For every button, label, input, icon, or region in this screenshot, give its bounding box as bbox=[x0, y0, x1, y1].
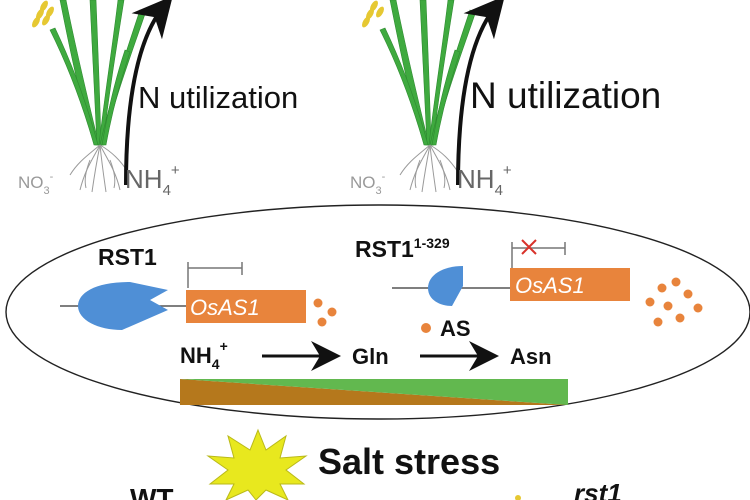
as-legend-label: AS bbox=[440, 316, 471, 341]
right-grain-panicle bbox=[362, 0, 384, 28]
wt-label: WT bbox=[130, 483, 174, 500]
pathway: NH4+ Gln Asn bbox=[180, 338, 552, 372]
gradient-light-wedge bbox=[180, 379, 568, 405]
left-mechanism: RST1 OsAS1 bbox=[60, 244, 337, 330]
as-legend-dot bbox=[421, 323, 431, 333]
left-gene-label: OsAS1 bbox=[190, 295, 260, 320]
right-mechanism: RST11-329 OsAS1 bbox=[355, 235, 703, 327]
left-protein-label: RST1 bbox=[98, 244, 157, 270]
mechanism-ellipse bbox=[5, 204, 750, 420]
right-n-utilization-label: N utilization bbox=[470, 75, 661, 116]
pathway-gln: Gln bbox=[352, 344, 389, 369]
pathway-asn: Asn bbox=[510, 344, 552, 369]
bottom-section: Salt stress WT rst1 bbox=[130, 428, 622, 500]
right-protein-label: RST11-329 bbox=[355, 235, 450, 262]
left-plant: N utilization NO3- NH4+ bbox=[18, 0, 298, 199]
gradient-bar bbox=[180, 379, 568, 405]
right-utilization-arrow bbox=[456, 0, 505, 186]
left-roots bbox=[69, 144, 129, 193]
bottom-grain-dot bbox=[515, 495, 521, 500]
pathway-nh4: NH4+ bbox=[180, 338, 228, 372]
right-gene-box bbox=[510, 268, 630, 301]
right-rst1-truncated bbox=[428, 266, 463, 306]
right-no3-label: NO3- bbox=[350, 171, 386, 197]
left-nh4-label: NH4+ bbox=[125, 162, 180, 199]
right-cross-mark bbox=[521, 239, 537, 255]
rst1-label: rst1 bbox=[574, 478, 622, 500]
left-binding-bracket bbox=[187, 262, 243, 288]
left-utilization-arrow bbox=[124, 0, 173, 186]
left-rst1-protein bbox=[78, 282, 168, 330]
right-gene-label: OsAS1 bbox=[515, 273, 585, 298]
left-n-utilization-label: N utilization bbox=[138, 80, 298, 115]
left-leaves bbox=[49, 0, 146, 146]
right-nh4-label: NH4+ bbox=[457, 162, 512, 199]
right-roots bbox=[399, 144, 459, 193]
right-binding-bracket bbox=[511, 242, 566, 268]
left-no3-label: NO3- bbox=[18, 171, 54, 197]
left-gene-box bbox=[186, 290, 306, 323]
salt-stress-label: Salt stress bbox=[318, 441, 500, 482]
left-grain-panicle bbox=[32, 0, 54, 28]
salt-stress-sun-icon bbox=[206, 428, 308, 500]
right-leaves bbox=[379, 0, 476, 146]
right-plant: N utilization NO3- NH4+ bbox=[350, 0, 661, 199]
right-as-dots bbox=[645, 277, 703, 327]
left-as-dots bbox=[313, 298, 337, 327]
